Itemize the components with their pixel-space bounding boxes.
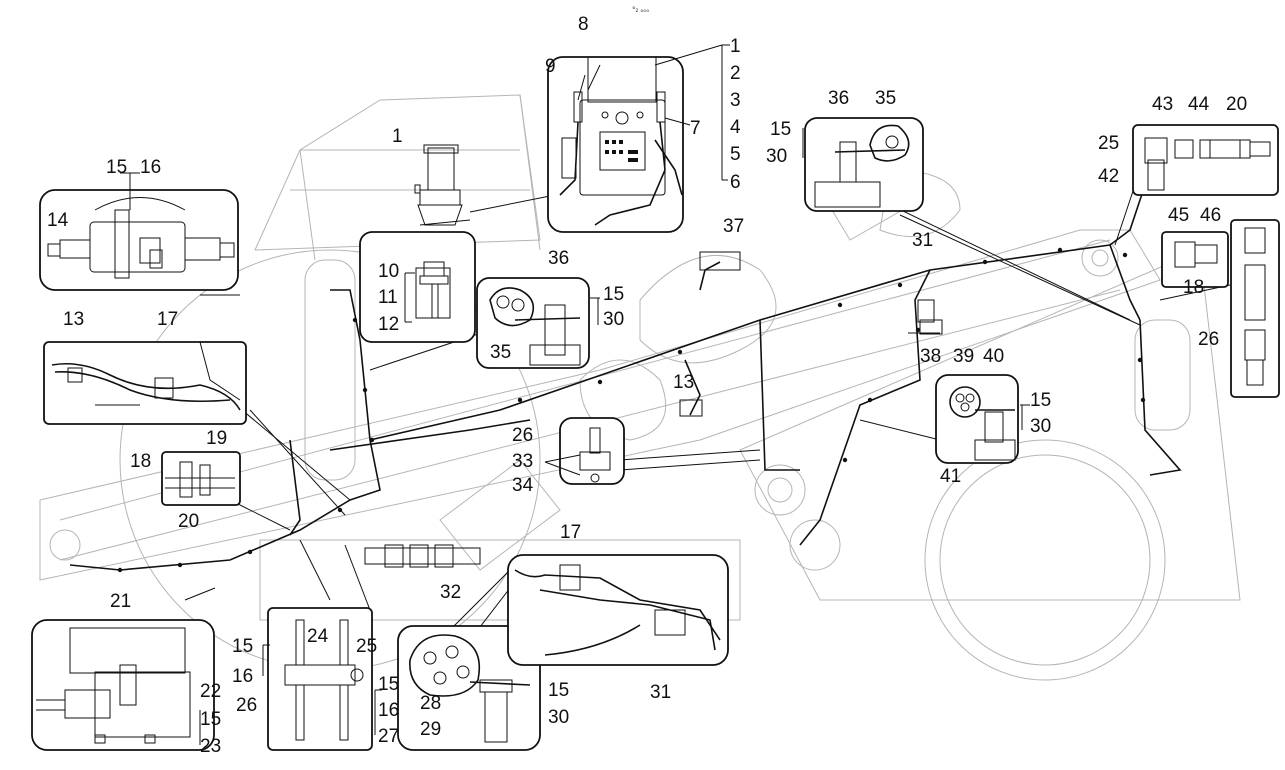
- callout-24: 24: [307, 626, 329, 647]
- callout-3: 3: [730, 90, 741, 111]
- callout-1-beacon: 1: [392, 126, 403, 147]
- callout-35-b: 35: [875, 88, 896, 109]
- callout-12: 12: [378, 314, 399, 335]
- callout-30-c: 30: [766, 146, 787, 167]
- callout-19: 19: [206, 428, 227, 449]
- detail-fitting-42-44: [1132, 124, 1279, 196]
- detail-fitting-45-46: [1161, 219, 1280, 398]
- callout-4: 4: [730, 117, 741, 138]
- detail-grommet-35-36-top: [804, 117, 924, 212]
- callout-28: 28: [420, 693, 441, 714]
- callout-13-b: 13: [673, 372, 694, 393]
- callout-1: 1: [730, 36, 741, 57]
- callout-29: 29: [420, 719, 441, 740]
- callout-32: 32: [440, 582, 461, 603]
- detail-manifold-24-27: [267, 607, 373, 751]
- detail-beacon: [414, 144, 463, 226]
- callout-25-a: 25: [356, 636, 377, 657]
- callout-16-c: 16: [378, 700, 399, 721]
- callout-20-b: 20: [1226, 94, 1247, 115]
- callout-15-e: 15: [378, 674, 399, 695]
- callout-26-c: 26: [1198, 329, 1219, 350]
- bracket-1-6: [577, 44, 730, 181]
- callout-36-b: 36: [828, 88, 849, 109]
- detail-connector-14-16: [39, 189, 239, 291]
- callout-33: 33: [512, 451, 533, 472]
- detail-wiring-13-17: [43, 341, 247, 425]
- detail-bolt-10-12: [359, 231, 476, 343]
- callout-13-a: 13: [63, 309, 84, 330]
- callout-6: 6: [730, 172, 741, 193]
- callout-30-b: 30: [548, 707, 569, 728]
- callout-44: 44: [1188, 94, 1210, 115]
- detail-grommet-28-30: [397, 625, 541, 751]
- detail-grommet-40-41: [935, 374, 1019, 464]
- callout-20-a: 20: [178, 511, 199, 532]
- callout-7: 7: [690, 118, 701, 139]
- detail-relay-panel: [547, 56, 684, 233]
- callout-18-a: 18: [130, 451, 151, 472]
- callout-30-d: 30: [1030, 416, 1051, 437]
- callout-15-f: 15: [548, 680, 569, 701]
- callout-37: 37: [723, 216, 744, 237]
- callout-11: 11: [378, 287, 398, 308]
- callout-23: 23: [200, 736, 221, 757]
- label-brackets: [120, 128, 1030, 745]
- callout-45: 45: [1168, 205, 1189, 226]
- detail-bracket-33-34: [559, 417, 625, 485]
- callout-15-g: 15: [770, 119, 791, 140]
- detail-valve-21-23: [31, 619, 215, 751]
- callout-labels: °₂ ₒₒₒ 1 2 3 4 5 6 7 8 9 1 10 11 12 36 1…: [47, 6, 1247, 757]
- detail-small-parts: [679, 251, 943, 417]
- callout-9: 9: [545, 56, 556, 77]
- callout-8: 8: [578, 14, 589, 35]
- callout-30-a: 30: [603, 309, 624, 330]
- detail-grommet-35-36: [476, 277, 590, 369]
- callout-39: 39: [953, 346, 974, 367]
- callout-43: 43: [1152, 94, 1173, 115]
- callout-42: 42: [1098, 166, 1119, 187]
- callout-40: 40: [983, 346, 1004, 367]
- callout-26-b: 26: [512, 425, 533, 446]
- callout-15-b: 15: [106, 157, 127, 178]
- callout-15-c: 15: [200, 709, 221, 730]
- callout-46: 46: [1200, 205, 1221, 226]
- callout-35-a: 35: [490, 342, 511, 363]
- callout-27: 27: [378, 726, 399, 747]
- detail-bracket-18-20: [161, 451, 241, 506]
- callout-14: 14: [47, 210, 69, 231]
- detail-connectors-32: [364, 544, 481, 568]
- detail-wiring-17-31: [507, 554, 729, 666]
- callout-15-h: 15: [1030, 390, 1051, 411]
- tiny-mark-label: °₂ ₒₒₒ: [632, 6, 649, 14]
- callout-26-a: 26: [236, 695, 257, 716]
- callout-22: 22: [200, 681, 221, 702]
- callout-34: 34: [512, 475, 534, 496]
- callout-18-b: 18: [1183, 277, 1204, 298]
- wire-harness: [69, 184, 1182, 573]
- callout-5: 5: [730, 144, 741, 165]
- callout-41: 41: [940, 466, 961, 487]
- callout-21: 21: [110, 591, 131, 612]
- callout-15-a: 15: [603, 284, 624, 305]
- callout-10: 10: [378, 261, 399, 282]
- callout-17-b: 17: [560, 522, 581, 543]
- callout-31-b: 31: [912, 230, 933, 251]
- callout-17-a: 17: [157, 309, 178, 330]
- callout-31-a: 31: [650, 682, 671, 703]
- callout-16-a: 16: [140, 157, 161, 178]
- callout-38: 38: [920, 346, 941, 367]
- machine-outline: [39, 94, 1241, 681]
- callout-16-b: 16: [232, 666, 253, 687]
- callout-36-a: 36: [548, 248, 569, 269]
- callout-15-d: 15: [232, 636, 253, 657]
- callout-2: 2: [730, 63, 741, 84]
- callout-25-b: 25: [1098, 133, 1119, 154]
